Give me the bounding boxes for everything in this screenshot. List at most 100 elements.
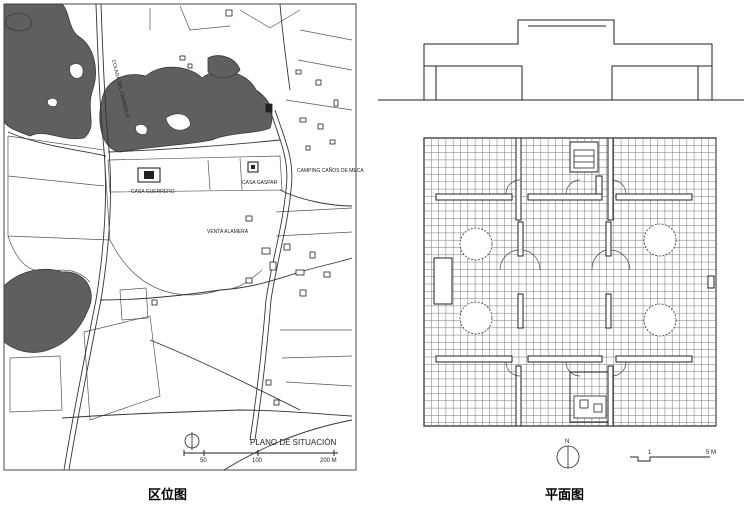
wall-segment: [515, 137, 522, 221]
door-swing: [505, 361, 521, 377]
field: [83, 315, 161, 421]
tree-icon: [643, 303, 677, 337]
clearing: [69, 63, 84, 79]
walls: [435, 137, 715, 427]
door-swing: [591, 249, 607, 271]
forest-area: [5, 12, 33, 32]
vegetation-areas: [3, 3, 273, 353]
casa-gaspar-courtyard: [251, 165, 255, 169]
building: [295, 69, 302, 75]
field: [107, 155, 283, 193]
site-plan-title: PLANO DE SITUACIÓN: [250, 438, 336, 447]
wall-segment: [605, 293, 612, 329]
field-line: [207, 159, 211, 191]
door-swing: [611, 361, 627, 377]
scale-label: 200 M: [320, 458, 337, 464]
field-line: [7, 235, 91, 283]
door-swing: [611, 179, 627, 195]
small-buildings: [151, 9, 339, 406]
tree-icon: [459, 227, 493, 261]
road-main: [63, 3, 106, 471]
door-swing: [522, 249, 541, 271]
tree-icon: [459, 301, 493, 335]
elevation-outline: [423, 19, 713, 100]
site-plan-caption: 区位图: [148, 488, 188, 503]
building: [283, 243, 291, 251]
wall-segment: [517, 293, 524, 329]
road-main: [68, 3, 111, 471]
wall-segment: [607, 137, 614, 221]
clearing: [47, 98, 58, 107]
north-label: N: [565, 439, 569, 445]
road-track: [107, 139, 281, 153]
building: [265, 379, 272, 386]
building: [269, 261, 277, 271]
wall-segment: [615, 355, 693, 363]
forest-area: [3, 269, 92, 353]
field-line: [7, 175, 105, 187]
site-plan: COLADA DEL CANAVELO CASA GUERRERO CASA G…: [3, 3, 364, 471]
stair-block: [573, 149, 595, 169]
building: [309, 251, 316, 259]
scale-label: 50: [200, 458, 207, 464]
building: [261, 247, 271, 255]
building: [273, 399, 280, 406]
forest-area: [207, 55, 241, 79]
wall-segment: [527, 193, 603, 201]
building: [329, 139, 336, 145]
wall-segment: [515, 365, 522, 427]
building: [295, 269, 305, 276]
forest-area: [3, 3, 96, 140]
road-track: [7, 131, 107, 157]
field-boundaries: [7, 5, 353, 421]
door-swings: [499, 179, 631, 377]
wall-segment: [707, 275, 715, 289]
label-casa-gaspar: CASA GASPAR: [242, 180, 278, 186]
elevation-wall: [435, 65, 523, 100]
label-casa-guerrero: CASA GUERRERO: [131, 189, 175, 195]
label-venta-alamera: VENTA ALAMERA: [207, 229, 249, 235]
clearings: [47, 63, 191, 135]
side-patio: [433, 257, 453, 305]
floor-plan-caption: 平面图: [545, 488, 585, 503]
floor-plan: N 1 5 M: [378, 19, 744, 469]
building: [179, 55, 186, 61]
road-track: [223, 419, 353, 471]
road-track: [61, 409, 353, 419]
label-camping: CAMPING CAÑOS DE MECA: [297, 167, 364, 174]
building: [305, 145, 311, 151]
tree-icon: [643, 223, 677, 257]
building: [245, 215, 253, 222]
building: [333, 99, 339, 107]
wall-segment: [607, 365, 614, 427]
clearing: [165, 113, 191, 131]
roads: [7, 3, 353, 471]
trees: [459, 223, 677, 337]
elevation-wall: [611, 65, 699, 100]
field-line: [239, 157, 243, 191]
road-track: [279, 189, 353, 207]
plan-scale-bar: [630, 456, 710, 462]
road-track: [99, 257, 353, 301]
building: [299, 289, 307, 297]
stair: [573, 149, 607, 419]
door-swing: [565, 361, 581, 377]
road-secondary: [249, 109, 288, 441]
field-line: [275, 207, 353, 387]
field: [9, 355, 63, 413]
wall-segment: [605, 221, 612, 257]
plan-scale-label: 1: [648, 450, 652, 456]
building: [245, 277, 253, 284]
building: [317, 123, 324, 130]
clearing: [135, 124, 148, 135]
wall-segment: [595, 175, 603, 195]
road-track: [149, 339, 301, 411]
wall-segment: [517, 221, 524, 257]
building: [323, 271, 331, 278]
building: [265, 103, 273, 113]
building: [299, 117, 307, 123]
field-line: [149, 5, 301, 31]
door-swing: [565, 179, 581, 195]
service-fixture: [593, 403, 603, 413]
